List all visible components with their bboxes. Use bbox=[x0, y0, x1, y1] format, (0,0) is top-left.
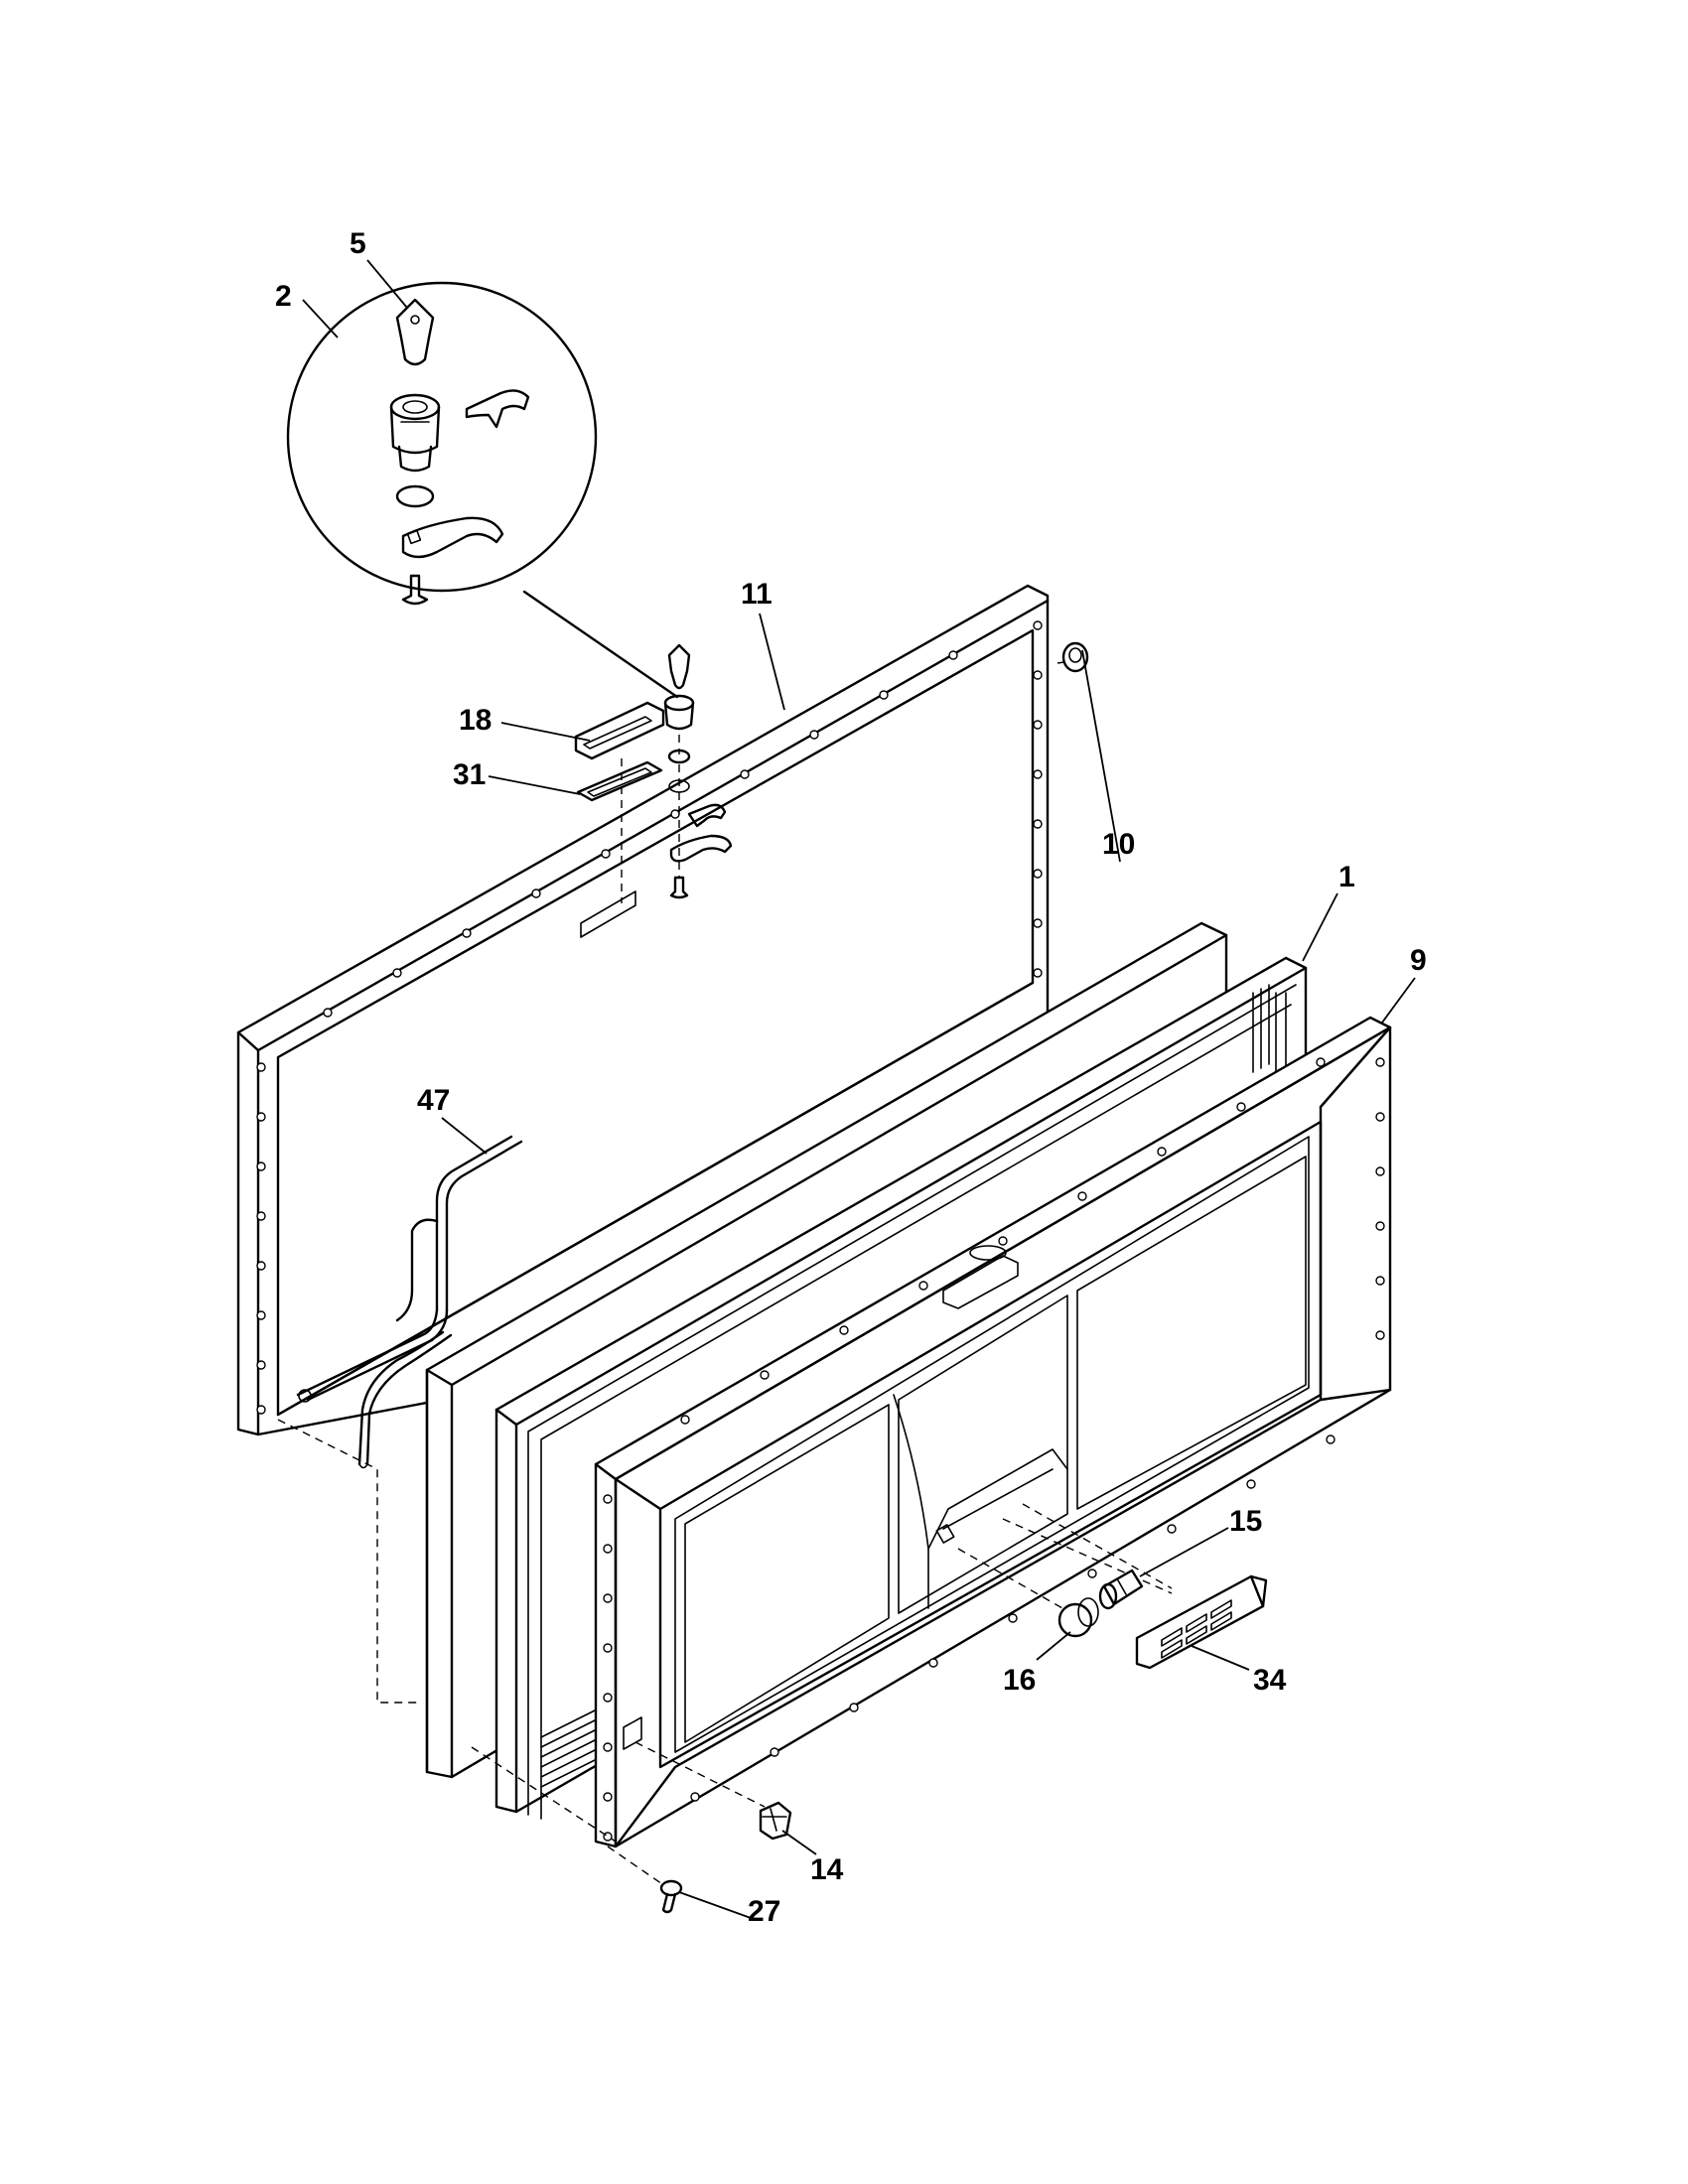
callout-16: 16 bbox=[1003, 1664, 1036, 1697]
callout-14: 14 bbox=[810, 1853, 844, 1886]
light-socket-part-15 bbox=[1098, 1569, 1144, 1610]
callout-leaders bbox=[302, 259, 1416, 1919]
callout-18: 18 bbox=[459, 704, 492, 737]
o-ring-detail bbox=[395, 484, 435, 508]
callout-9: 9 bbox=[1410, 944, 1427, 977]
outer-door-panel-part-9 bbox=[594, 1016, 1392, 1848]
callout-15: 15 bbox=[1229, 1505, 1262, 1538]
screw-detail bbox=[401, 574, 429, 606]
callout-labels: 5 2 11 18 31 10 1 9 47 15 34 16 14 27 bbox=[275, 227, 1427, 1928]
callout-47: 47 bbox=[417, 1084, 450, 1117]
callout-11: 11 bbox=[741, 578, 773, 611]
callout-34: 34 bbox=[1253, 1664, 1287, 1697]
liner-rivets bbox=[256, 620, 1043, 1415]
control-knob-part-16 bbox=[1057, 1597, 1099, 1638]
screw-part-27 bbox=[659, 1879, 683, 1914]
alignment-dash-lines bbox=[277, 659, 1173, 1887]
lock-detail-circle bbox=[286, 281, 679, 699]
grille-cover-part-34 bbox=[1135, 1574, 1268, 1670]
callout-27: 27 bbox=[748, 1895, 780, 1928]
callout-31: 31 bbox=[453, 758, 486, 791]
lock-assembly-on-liner bbox=[663, 643, 733, 899]
bumper-part-10 bbox=[1061, 641, 1089, 673]
lock-cylinder-detail bbox=[389, 393, 441, 473]
retainer-clip-detail bbox=[465, 389, 530, 429]
callout-10: 10 bbox=[1102, 828, 1135, 861]
latch-handle-part-18 bbox=[574, 701, 665, 760]
callout-1: 1 bbox=[1338, 861, 1355, 893]
switch-part-14 bbox=[759, 1801, 792, 1841]
gasket-ribs-left bbox=[540, 1706, 602, 1788]
callout-2: 2 bbox=[275, 280, 292, 313]
callout-5: 5 bbox=[350, 227, 366, 260]
key-part-detail bbox=[395, 298, 435, 366]
latch-gasket-part-31 bbox=[576, 760, 663, 802]
heater-wire-part-47 bbox=[296, 1135, 523, 1469]
panel-rivets bbox=[603, 1057, 1385, 1842]
cam-lever-detail bbox=[401, 516, 504, 559]
gasket-ribs-right bbox=[1252, 984, 1270, 1073]
